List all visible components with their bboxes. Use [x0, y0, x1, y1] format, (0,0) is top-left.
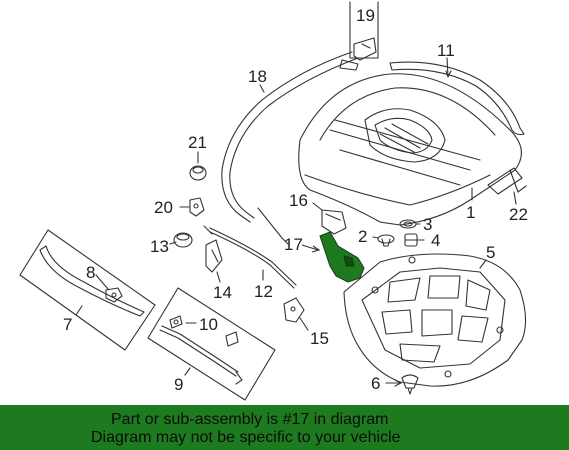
leader-13 — [169, 241, 177, 245]
hinge-22 — [487, 167, 527, 195]
latch-bracket-15 — [283, 297, 305, 323]
clip-20 — [189, 197, 205, 217]
callout-13: 13 — [150, 237, 169, 256]
banner-line-disclaimer: Diagram may not be specific to your vehi… — [91, 429, 401, 446]
callout-18: 18 — [248, 67, 267, 86]
callout-15: 15 — [310, 329, 329, 348]
fastener-2 — [377, 234, 395, 247]
leader-14 — [216, 271, 221, 283]
arrow-6 — [394, 379, 402, 387]
callout-6: 6 — [371, 374, 381, 393]
leader-15 — [299, 317, 309, 331]
seal-bracket — [353, 37, 377, 61]
clip-8 — [105, 287, 123, 303]
callout-19: 19 — [356, 6, 375, 25]
callout-16: 16 — [289, 191, 308, 210]
callout-2: 2 — [358, 227, 368, 246]
callout-17: 17 — [284, 235, 303, 254]
bumper-4 — [404, 233, 418, 247]
arrow-11 — [445, 70, 452, 78]
callout-10: 10 — [199, 315, 218, 334]
leader-7 — [75, 305, 83, 316]
front-seal-strip — [221, 51, 359, 223]
box-9 — [147, 287, 276, 401]
callout-11: 11 — [437, 41, 455, 60]
prop-rod-12 — [203, 225, 297, 289]
hood-seal — [389, 61, 525, 136]
callout-20: 20 — [154, 198, 173, 217]
bolt-10b — [225, 331, 239, 347]
leader-2 — [372, 236, 379, 239]
box-7 — [19, 229, 156, 351]
hinge-16 — [321, 209, 347, 235]
callout-5: 5 — [486, 243, 496, 262]
callout-3: 3 — [423, 215, 433, 234]
leader-8 — [95, 274, 109, 290]
grommet-21 — [189, 165, 207, 181]
holder-14 — [205, 239, 223, 273]
hood-panel — [298, 73, 522, 226]
prop-rod-upper — [257, 207, 289, 245]
leader-17 — [301, 244, 319, 251]
hood-latch-17 — [319, 231, 365, 283]
info-banner: Part or sub-assembly is #17 in diagram D… — [0, 405, 569, 450]
callout-4: 4 — [431, 231, 441, 250]
bumper-13 — [173, 232, 193, 248]
callout-7: 7 — [63, 315, 73, 334]
leader-9 — [184, 367, 191, 376]
latch-rod-9 — [159, 325, 243, 385]
leader-22 — [513, 191, 517, 205]
callout-1: 1 — [466, 203, 476, 222]
callout-14: 14 — [213, 283, 232, 302]
callout-22: 22 — [509, 205, 528, 224]
insulator-5 — [343, 253, 527, 387]
banner-line-part-number: Part or sub-assembly is #17 in diagram — [111, 411, 389, 428]
leader-16 — [312, 202, 323, 211]
leader-5 — [479, 259, 487, 269]
leader-18 — [259, 84, 265, 93]
clip-6 — [401, 374, 419, 395]
callout-21: 21 — [188, 133, 207, 152]
callout-8: 8 — [86, 263, 96, 282]
leader-11 — [446, 57, 449, 77]
bracket-19 — [349, 1, 379, 59]
arrow-17 — [311, 245, 321, 253]
cowl-strip-7 — [39, 245, 145, 317]
bolt-10a — [169, 315, 183, 329]
callout-12: 12 — [254, 282, 273, 301]
callout-9: 9 — [174, 375, 184, 394]
parts-diagram — [19, 1, 527, 401]
